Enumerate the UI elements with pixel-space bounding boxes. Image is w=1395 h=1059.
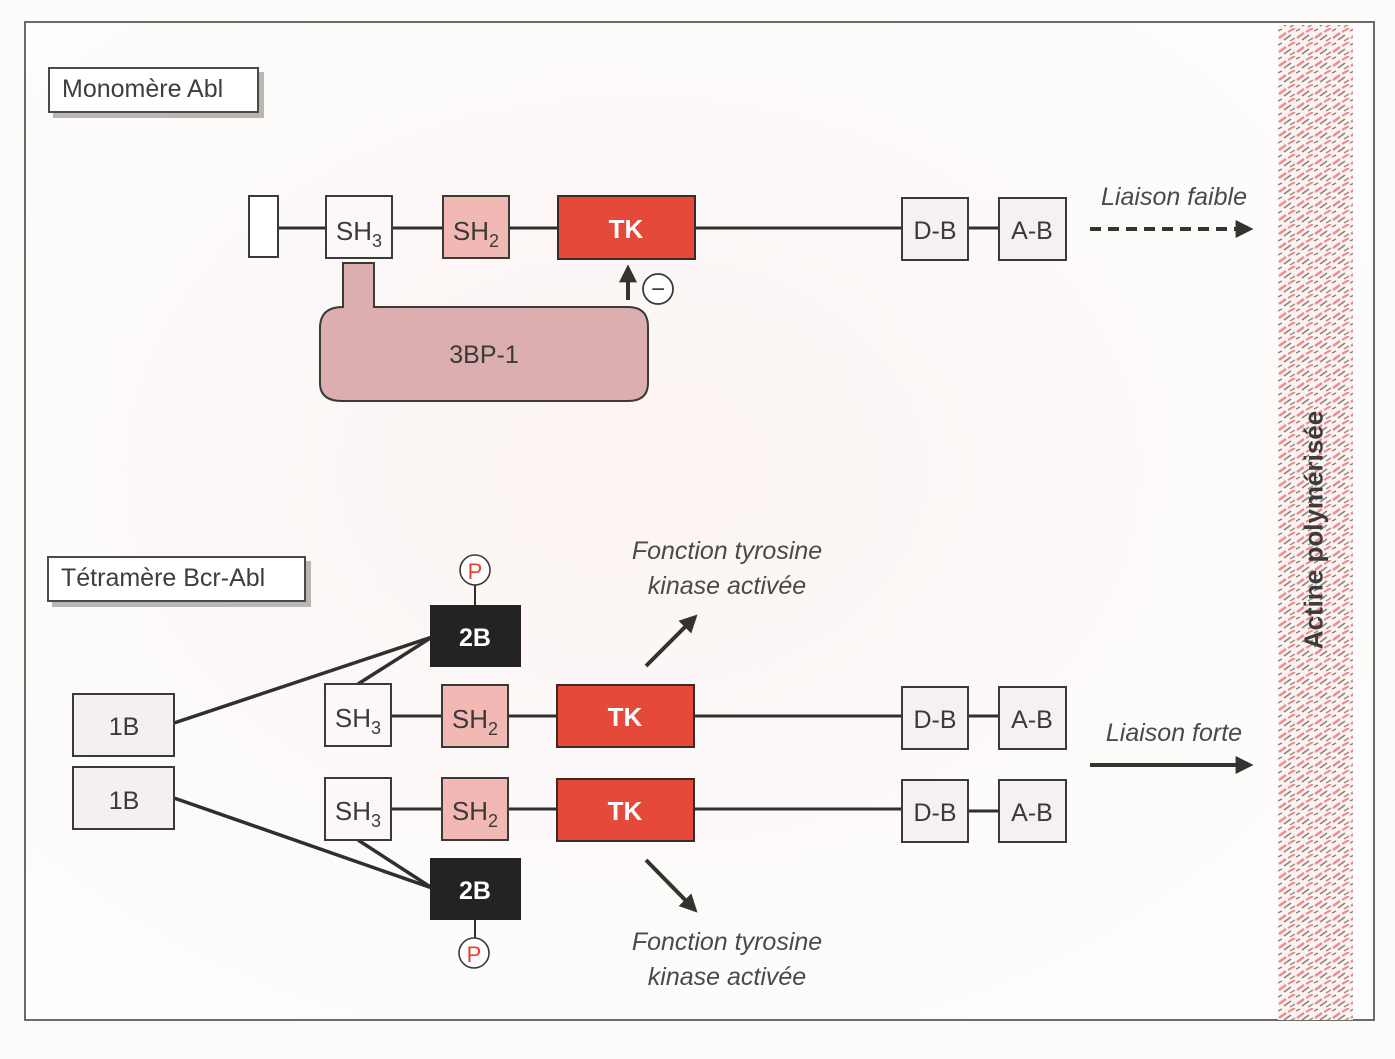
- ab-domain: A-B: [998, 779, 1067, 843]
- svg-text:A-B: A-B: [1011, 706, 1053, 734]
- activation-arrow-bottom: [644, 858, 698, 913]
- svg-text:2B: 2B: [459, 877, 491, 905]
- svg-text:P: P: [468, 559, 483, 584]
- monomer-abl-chain: SH3 SH2 TK D-B A-B 3BP-1: [248, 195, 1254, 402]
- bcr-link-line: [357, 635, 433, 686]
- bcr-2b-domain-bottom: 2B: [430, 858, 521, 939]
- monomer-title-box: Monomère Abl: [48, 67, 259, 113]
- actin-filament-band: [1278, 25, 1353, 1020]
- weak-binding-label: Liaison faible: [1101, 183, 1247, 211]
- bcr-1b-domain-top: 1B: [72, 693, 175, 757]
- tk-label: TK: [609, 214, 644, 244]
- svg-text:SH3: SH3: [335, 796, 381, 831]
- tk-domain: TK: [556, 684, 695, 748]
- 3bp1-inhibitor: 3BP-1: [319, 262, 649, 402]
- bcr-1b-domain-bottom: 1B: [72, 766, 175, 830]
- phospho-group-top: P: [459, 554, 491, 586]
- svg-text:A-B: A-B: [1011, 799, 1053, 827]
- db-domain: D-B: [901, 779, 969, 843]
- svg-text:1B: 1B: [109, 713, 140, 741]
- tk-domain: TK: [556, 778, 695, 842]
- sh2-domain: SH2: [441, 777, 509, 841]
- n-terminal-cap-domain: [248, 195, 279, 258]
- activation-note-bottom-line2: kinase activée: [647, 963, 807, 991]
- svg-text:TK: TK: [608, 702, 643, 732]
- sh3-domain: SH3: [324, 683, 392, 747]
- tk-domain: TK: [557, 195, 696, 260]
- svg-text:2B: 2B: [459, 624, 491, 652]
- monomer-title: Monomère Abl: [62, 75, 224, 103]
- tetramer-title-box: Tétramère Bcr-Abl: [47, 556, 306, 602]
- activation-note-bottom: Fonction tyrosine kinase activée: [596, 925, 858, 995]
- ab-domain: A-B: [998, 197, 1067, 261]
- bcr-link-line: [173, 796, 433, 890]
- sh2-label: SH: [453, 216, 489, 246]
- svg-text:SH3: SH3: [335, 703, 381, 738]
- svg-text:P: P: [467, 942, 482, 967]
- strong-binding-label: Liaison forte: [1105, 719, 1243, 747]
- ab-label: A-B: [1011, 217, 1053, 245]
- svg-text:SH3: SH3: [336, 216, 382, 251]
- svg-text:SH2: SH2: [452, 704, 498, 739]
- tetramer-bcr-abl: 1B 1B 2B P 2B P: [72, 554, 1254, 969]
- 3bp1-label: 3BP-1: [449, 341, 518, 369]
- sh2-domain: SH2: [442, 195, 510, 259]
- db-domain: D-B: [901, 686, 969, 750]
- bcr-link-line: [357, 838, 433, 890]
- db-label: D-B: [913, 217, 956, 245]
- db-domain: D-B: [901, 197, 969, 261]
- activation-note-bottom-line1: Fonction tyrosine: [631, 928, 823, 956]
- svg-text:1B: 1B: [109, 787, 140, 815]
- inhibition-minus-icon: −: [642, 273, 674, 305]
- sh3-subscript: 3: [372, 231, 382, 251]
- actin-label: Actine polymérisée: [1298, 410, 1329, 650]
- figure-frame: [24, 21, 1375, 1021]
- activation-note-top-line2: kinase activée: [647, 572, 807, 600]
- sh3-label: SH: [336, 216, 372, 246]
- sh3-domain: SH3: [325, 195, 393, 259]
- tetramer-title: Tétramère Bcr-Abl: [61, 564, 266, 592]
- svg-text:SH2: SH2: [452, 796, 498, 831]
- activation-arrow-top: [644, 614, 698, 668]
- svg-text:D-B: D-B: [913, 706, 956, 734]
- activation-note-top-line1: Fonction tyrosine: [631, 537, 823, 565]
- svg-text:D-B: D-B: [913, 799, 956, 827]
- bcr-2b-domain-top: 2B: [430, 584, 521, 667]
- abl-chain-bottom: SH3 SH2 TK D-B A-B: [324, 777, 1067, 843]
- abl-chain-top: SH3 SH2 TK D-B A-B: [324, 683, 1067, 750]
- activation-note-top: Fonction tyrosine kinase activée: [596, 534, 858, 604]
- sh3-domain: SH3: [324, 777, 392, 841]
- ab-domain: A-B: [998, 686, 1067, 750]
- svg-text:TK: TK: [608, 796, 643, 826]
- svg-text:SH2: SH2: [453, 216, 499, 251]
- sh2-domain: SH2: [441, 684, 509, 748]
- bcr-link-line: [173, 635, 433, 725]
- sh2-subscript: 2: [489, 231, 499, 251]
- svg-text:−: −: [651, 276, 665, 303]
- phospho-group-bottom: P: [458, 937, 490, 969]
